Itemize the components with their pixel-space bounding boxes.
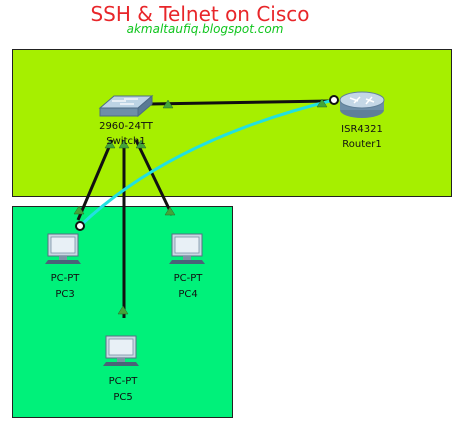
pc4-name-label: PC4 [178, 289, 198, 300]
pc3-name-label: PC3 [55, 289, 75, 300]
switch-model-label: 2960-24TT [99, 121, 153, 132]
diagram-title: SSH & Telnet on Cisco [90, 2, 310, 26]
pc3-model-label: PC-PT [50, 273, 80, 284]
pc5-model-label: PC-PT [108, 376, 138, 387]
router-icon[interactable] [339, 91, 385, 118]
diagram-subtitle: akmaltaufiq.blogspot.com [126, 22, 284, 36]
console-cable [78, 98, 335, 228]
link-status-indicators [73, 98, 328, 315]
link-switch-pc4 [134, 139, 174, 216]
pc3-icon[interactable] [45, 233, 81, 264]
network-zone-top [12, 49, 452, 197]
switch-name-label: Switch1 [106, 136, 146, 147]
link-switch-pc3 [76, 139, 114, 221]
pc4-icon[interactable] [169, 233, 205, 264]
pc5-name-label: PC5 [113, 392, 133, 403]
router-name-label: Router1 [342, 139, 382, 150]
pc5-icon[interactable] [103, 335, 139, 366]
pc4-model-label: PC-PT [173, 273, 203, 284]
link-switch-router [149, 99, 331, 106]
router-model-label: ISR4321 [341, 124, 383, 135]
console-cable-end-router [329, 95, 339, 105]
console-cable-end-pc3 [75, 221, 85, 231]
switch-icon[interactable] [98, 94, 154, 118]
